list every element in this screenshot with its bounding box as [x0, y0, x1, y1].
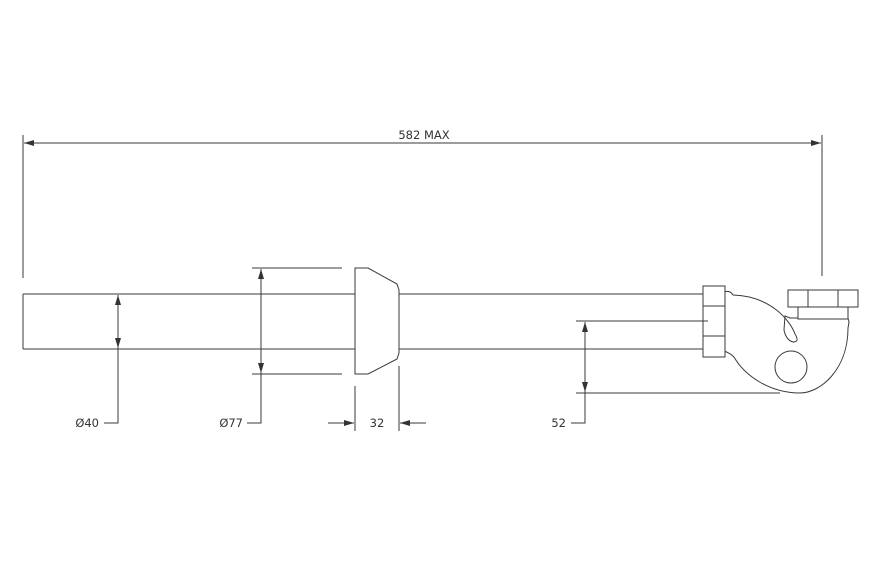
trap-offset-label: 52	[551, 416, 566, 430]
bottle-trap	[702, 285, 859, 394]
trap-offset-dimension: 52	[551, 320, 780, 430]
collar-diameter-dimension: Ø77	[219, 267, 342, 430]
overall-length-label: 582 MAX	[398, 128, 449, 142]
collar-width-label: 32	[370, 416, 385, 430]
pipe-diameter-label: Ø40	[75, 416, 99, 430]
collar-width-dimension: 32	[328, 366, 426, 431]
pipe-diameter-dimension: Ø40	[75, 295, 121, 430]
collar-diameter-label: Ø77	[219, 416, 243, 430]
overall-length-dimension: 582 MAX	[22, 128, 823, 278]
collar	[354, 267, 400, 375]
